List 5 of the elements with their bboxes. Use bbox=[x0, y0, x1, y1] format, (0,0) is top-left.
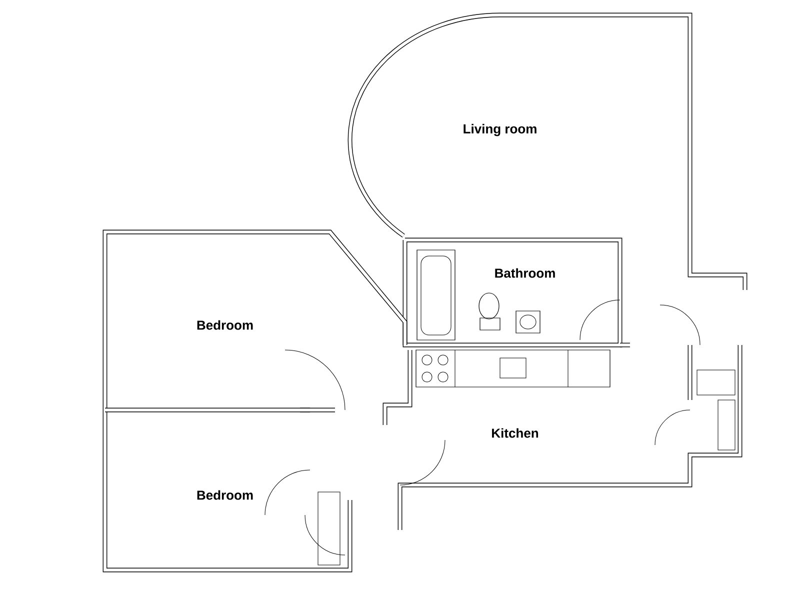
room-label: Kitchen bbox=[492, 428, 538, 438]
room-label: Bedroom bbox=[197, 320, 253, 330]
room-label: Bedroom bbox=[197, 490, 253, 500]
room-label: Living room bbox=[464, 124, 536, 136]
room-label: Bathroom bbox=[495, 268, 555, 278]
